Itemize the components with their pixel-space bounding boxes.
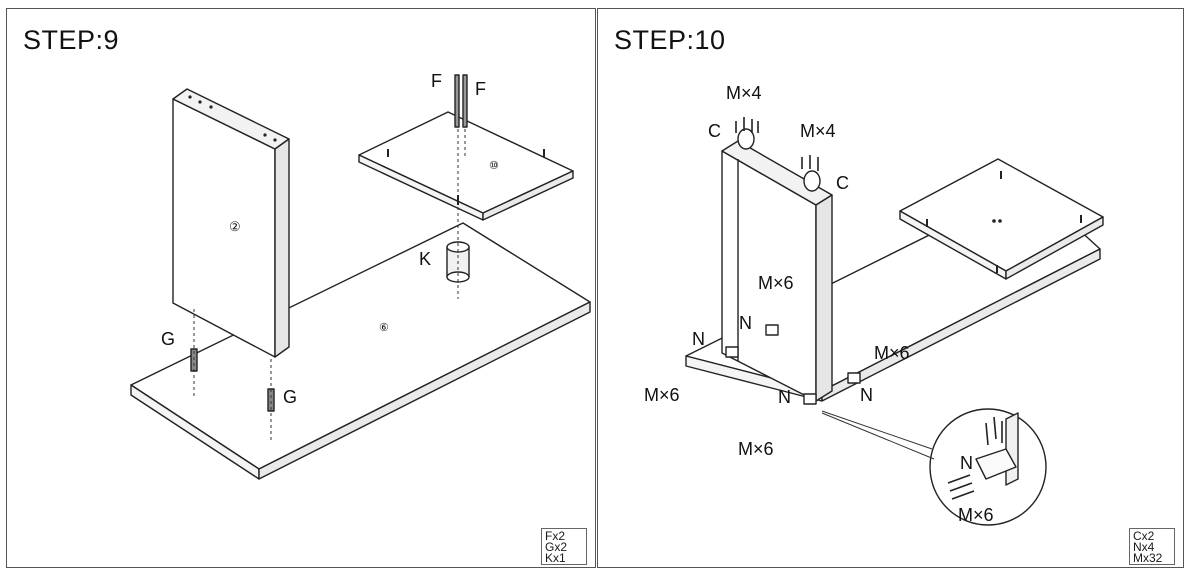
bracket-n4 — [847, 372, 861, 384]
label-f2: F — [475, 79, 486, 99]
label-m4-a: M×4 — [726, 83, 762, 103]
label-g2: G — [283, 387, 297, 407]
side-panel — [172, 88, 290, 358]
cam-c2 — [803, 170, 821, 192]
label-n3: N — [778, 387, 791, 407]
label-panel-2: ② — [229, 219, 241, 234]
step-10-panel: STEP:10 — [597, 8, 1184, 568]
legend-item: Mx32 — [1133, 551, 1163, 565]
bracket-n1 — [725, 346, 739, 358]
label-n1: N — [692, 329, 705, 349]
bolt-f2 — [462, 74, 468, 128]
bracket-n2 — [765, 324, 779, 336]
label-n-detail: N — [960, 453, 973, 473]
legend-item: Cx2 — [1133, 529, 1155, 543]
side-panel — [721, 140, 833, 402]
label-m4-b: M×4 — [800, 121, 836, 141]
cam-c1 — [737, 128, 755, 150]
label-m6-center: M×6 — [758, 273, 794, 293]
label-g1: G — [161, 329, 175, 349]
bracket-n3 — [803, 393, 817, 405]
legend-item: Nx4 — [1133, 540, 1155, 554]
label-m6-left: M×6 — [644, 385, 680, 405]
label-c1: C — [708, 121, 721, 141]
legend-item: Fx2 — [545, 529, 566, 543]
base-board — [130, 222, 591, 480]
label-m6-bottom: M×6 — [738, 439, 774, 459]
step-10-drawing: M×4 M×4 C C M×6 N N N N M×6 M×6 M×6 N M×… — [644, 83, 1104, 526]
label-m6-detail: M×6 — [958, 505, 994, 525]
step-10-parts-legend: Cx2 Nx4 Mx32 — [1129, 528, 1175, 565]
step-9-panel: STEP:9 — [6, 8, 596, 568]
shelf-boards — [899, 158, 1104, 280]
step-9-title: STEP:9 — [23, 25, 120, 55]
shelf-board — [358, 111, 574, 221]
step-9-drawing: F F K G G ② ⑩ ⑥ — [130, 71, 591, 480]
label-c2: C — [836, 173, 849, 193]
legend-item: Kx1 — [545, 551, 566, 565]
legend-item: Gx2 — [545, 540, 568, 554]
bolt-f1 — [454, 74, 460, 128]
label-m6-right: M×6 — [874, 343, 910, 363]
label-n4: N — [860, 385, 873, 405]
step-10-title: STEP:10 — [614, 25, 726, 55]
step-9-parts-legend: Fx2 Gx2 Kx1 — [541, 528, 587, 565]
connector-k — [446, 241, 470, 283]
label-n2: N — [739, 313, 752, 333]
label-f1: F — [431, 71, 442, 91]
label-shelf: ⑩ — [489, 160, 499, 172]
label-k: K — [419, 249, 431, 269]
label-base: ⑥ — [379, 322, 389, 334]
